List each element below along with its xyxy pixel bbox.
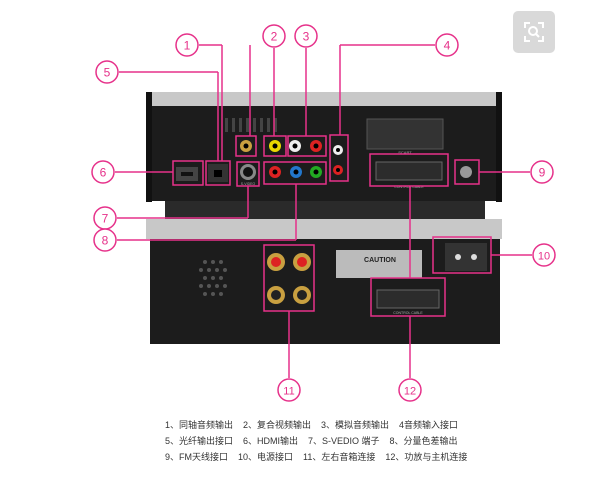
svg-text:8: 8 — [102, 234, 109, 248]
svg-text:9: 9 — [539, 166, 546, 180]
legend-item: 1、同轴音频输出 — [165, 420, 234, 430]
legend-item: 8、分量色差输出 — [389, 436, 458, 446]
svg-text:2: 2 — [271, 30, 278, 44]
svg-text:4: 4 — [444, 39, 451, 53]
svideo-label: S-VIDEO — [241, 182, 256, 186]
legend-item: 9、FM天线接口 — [165, 452, 229, 462]
svg-text:5: 5 — [104, 66, 111, 80]
callout-11: 11 — [277, 378, 301, 402]
legend-item: 4音频输入接口 — [399, 420, 459, 430]
svg-text:10: 10 — [538, 251, 550, 263]
callout-lines — [115, 44, 532, 378]
callout-3: 3 — [294, 24, 318, 48]
callout-12: 12 — [398, 378, 422, 402]
callout-4: 4 — [435, 33, 459, 57]
port-legend: 1、同轴音频输出 2、复合视频输出 3、模拟音频输出 4音频输入接口 5、光纤输出接口… — [165, 417, 467, 465]
legend-item: 12、功放与主机连接 — [385, 452, 468, 462]
callout-10: 10 — [532, 243, 556, 267]
legend-item: 11、左右音箱连接 — [303, 452, 376, 462]
callout-8: 8 — [93, 228, 117, 252]
svg-text:3: 3 — [303, 30, 310, 44]
legend-item: 5、光纤输出接口 — [165, 436, 234, 446]
callout-1: 1 — [175, 33, 199, 57]
legend-item: 10、电源接口 — [238, 452, 294, 462]
callout-6: 6 — [91, 160, 115, 184]
callout-9: 9 — [530, 160, 554, 184]
legend-item: 3、模拟音频输出 — [321, 420, 390, 430]
legend-item: 6、HDMI输出 — [243, 436, 299, 446]
scart-label: SCART — [398, 150, 412, 155]
zoom-search-icon — [524, 22, 544, 42]
callout-2: 2 — [262, 24, 286, 48]
svg-text:1: 1 — [184, 39, 191, 53]
legend-row: 5、光纤输出接口 6、HDMI输出 7、S-VEDIO 端子 8、分量色差输出 — [165, 433, 467, 449]
legend-row: 9、FM天线接口 10、电源接口 11、左右音箱连接 12、功放与主机连接 — [165, 449, 467, 465]
svg-text:7: 7 — [102, 212, 109, 226]
bottom-unit: CAUTION CONTROL CABLE — [146, 219, 502, 344]
svg-text:11: 11 — [283, 386, 294, 398]
zoom-image-button[interactable] — [513, 11, 555, 53]
svg-text:6: 6 — [100, 166, 107, 180]
callout-5: 5 — [95, 60, 119, 84]
legend-row: 1、同轴音频输出 2、复合视频输出 3、模拟音频输出 4音频输入接口 — [165, 417, 467, 433]
callout-markers: 1 2 3 4 5 6 7 8 9 10 11 12 — [91, 24, 556, 402]
svg-text:12: 12 — [404, 386, 416, 398]
legend-item: 2、复合视频输出 — [243, 420, 312, 430]
caution-label: CAUTION — [364, 257, 396, 264]
control-cable-bottom-label: CONTROL CABLE — [393, 311, 423, 315]
legend-item: 7、S-VEDIO 端子 — [308, 436, 380, 446]
callout-7: 7 — [93, 206, 117, 230]
